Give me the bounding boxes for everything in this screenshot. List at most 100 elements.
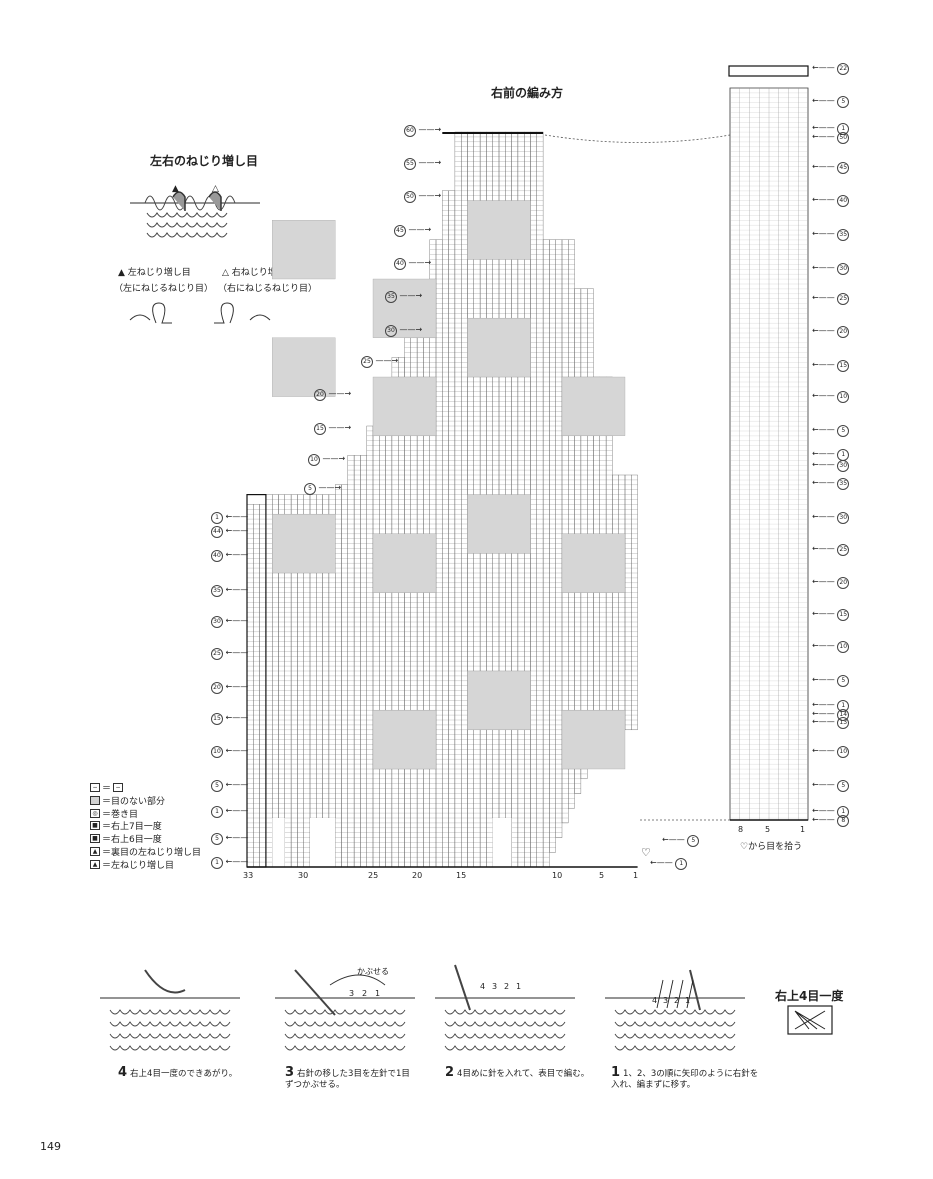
decrease-step-illustrations [100, 964, 745, 1051]
legend-symbol: ■ [90, 834, 100, 844]
page-number: 149 [40, 1140, 61, 1153]
heart-icon: ♡ [641, 846, 651, 859]
slope-row-label: 25 ——→ [361, 356, 398, 368]
gray-motif [372, 376, 437, 436]
band-row-label: ←—— 10 [812, 391, 850, 403]
gray-motif [467, 200, 531, 260]
knit-swatch [605, 997, 745, 1051]
arrow-icon: ←—— [812, 449, 838, 458]
band-row-label: ←—— 30 [812, 263, 850, 275]
step1-number: 3 [663, 996, 669, 1005]
legend-symbol: ■ [90, 821, 100, 831]
step1-number: 4 [652, 996, 658, 1005]
arrow-icon: ←—— [812, 326, 838, 335]
left-row-label: 44 ←—— [211, 526, 248, 538]
twist-right-label: 右ねじり増し目 [231, 268, 295, 278]
twist-right-sub: （右にねじるねじり目） [218, 284, 318, 294]
knit-swatch [100, 997, 240, 1051]
arrow-icon: ←—— [223, 616, 249, 625]
gray-motif [372, 278, 437, 338]
band-row-label: ←—— 20 [812, 577, 850, 589]
gray-motif [561, 710, 626, 770]
arrow-icon: ←—— [223, 833, 249, 842]
arrow-icon: ←—— [812, 512, 838, 521]
arrow-icon: ←—— [812, 263, 838, 272]
twist-direction-icons [129, 302, 271, 324]
heart-row-label: ←—— 1 [650, 858, 688, 870]
legend-item: ■＝右上6目一度 [90, 832, 162, 845]
band-row-label: ←—— 30 [812, 512, 850, 524]
twist-left-mark: ▲ [172, 184, 179, 194]
arrow-icon: ←—— [812, 293, 838, 302]
band-row-label: ←—— 5 [812, 96, 850, 108]
motif-blocks [272, 200, 626, 770]
gray-motif [272, 514, 336, 574]
slope-row-label: 5 ——→ [304, 483, 341, 495]
heart-row-label: ←—— 5 [662, 835, 700, 847]
arrow-icon: ——→ [326, 423, 352, 432]
slope-row-label: 45 ——→ [394, 225, 431, 237]
twist-left-label-row: ▲ 左ねじり増し目 [118, 265, 191, 278]
arrow-icon: ←—— [812, 478, 838, 487]
band-row-label: ←—— 8 [812, 815, 850, 827]
arrow-icon: ←—— [812, 96, 838, 105]
band-row-label: ←—— 30 [812, 460, 850, 472]
left-row-label: 1 ←—— [211, 512, 248, 524]
arrow-icon: ←—— [223, 526, 249, 535]
gray-motif [467, 670, 531, 730]
heart-pickup-note: ♡から目を拾う [740, 842, 803, 852]
legend-text: ＝左ねじり増し目 [102, 860, 175, 871]
left-row-label: 35 ←—— [211, 585, 248, 597]
arrow-icon: ——→ [416, 191, 442, 200]
twist-right-mark: △ [212, 184, 219, 194]
arrow-icon: ——→ [326, 389, 352, 398]
knit-swatch [275, 997, 415, 1051]
stitch-number: 33 [243, 871, 254, 880]
arrow-icon: ←—— [812, 360, 838, 369]
band-stitch-number: 5 [765, 825, 771, 834]
gray-motif [561, 533, 626, 593]
arrow-icon: ←—— [223, 806, 249, 815]
arrow-icon: ——→ [397, 325, 423, 334]
arrow-icon: ←—— [812, 609, 838, 618]
stitch-number: 1 [633, 871, 639, 880]
arrow-icon: ←—— [223, 682, 249, 691]
arrow-icon: ←—— [812, 780, 838, 789]
twist-increase-illustration [130, 191, 260, 238]
top-edge [442, 132, 544, 134]
knitting-chart [246, 65, 809, 868]
step2-number: 1 [516, 982, 522, 991]
arrow-icon: ←—— [812, 195, 838, 204]
band-row-label: ←—— 13 [812, 717, 850, 729]
slope-row-label: 20 ——→ [314, 389, 351, 401]
slope-row-label: 30 ——→ [385, 325, 422, 337]
twist-left-label: 左ねじり増し目 [127, 268, 191, 278]
legend-symbol: − [90, 783, 100, 792]
arrow-icon: ←—— [223, 746, 249, 755]
arrow-icon: ←—— [812, 717, 838, 726]
band-row-label: ←—— 5 [812, 675, 850, 687]
join-curve [544, 134, 731, 143]
knit-swatch [435, 997, 575, 1051]
stitch-number: 10 [552, 871, 563, 880]
left-row-label: 20 ←—— [211, 682, 248, 694]
arrow-icon: ←—— [812, 132, 838, 141]
band-row-label: ←—— 40 [812, 195, 850, 207]
twist-left-sub: （左にねじるねじり目） [114, 284, 214, 294]
left-row-label: 1 ←—— [211, 806, 248, 818]
gray-motif [272, 220, 336, 280]
twist-right-label-row: △ 右ねじり増し目 [222, 265, 295, 278]
slope-row-label: 60 ——→ [404, 125, 441, 137]
step2-number: 2 [504, 982, 510, 991]
step2-number: 4 [480, 982, 486, 991]
left-row-label: 10 ←—— [211, 746, 248, 758]
step2-number: 3 [492, 982, 498, 991]
arrow-icon: ←—— [223, 713, 249, 722]
step3-number: 2 [362, 989, 368, 998]
arrow-icon: ←—— [223, 857, 249, 866]
legend-text: ＝ [102, 784, 112, 794]
legend-symbol: − [113, 783, 124, 792]
arrow-icon: ←—— [812, 577, 838, 586]
left-row-label: 5 ←—— [211, 833, 248, 845]
